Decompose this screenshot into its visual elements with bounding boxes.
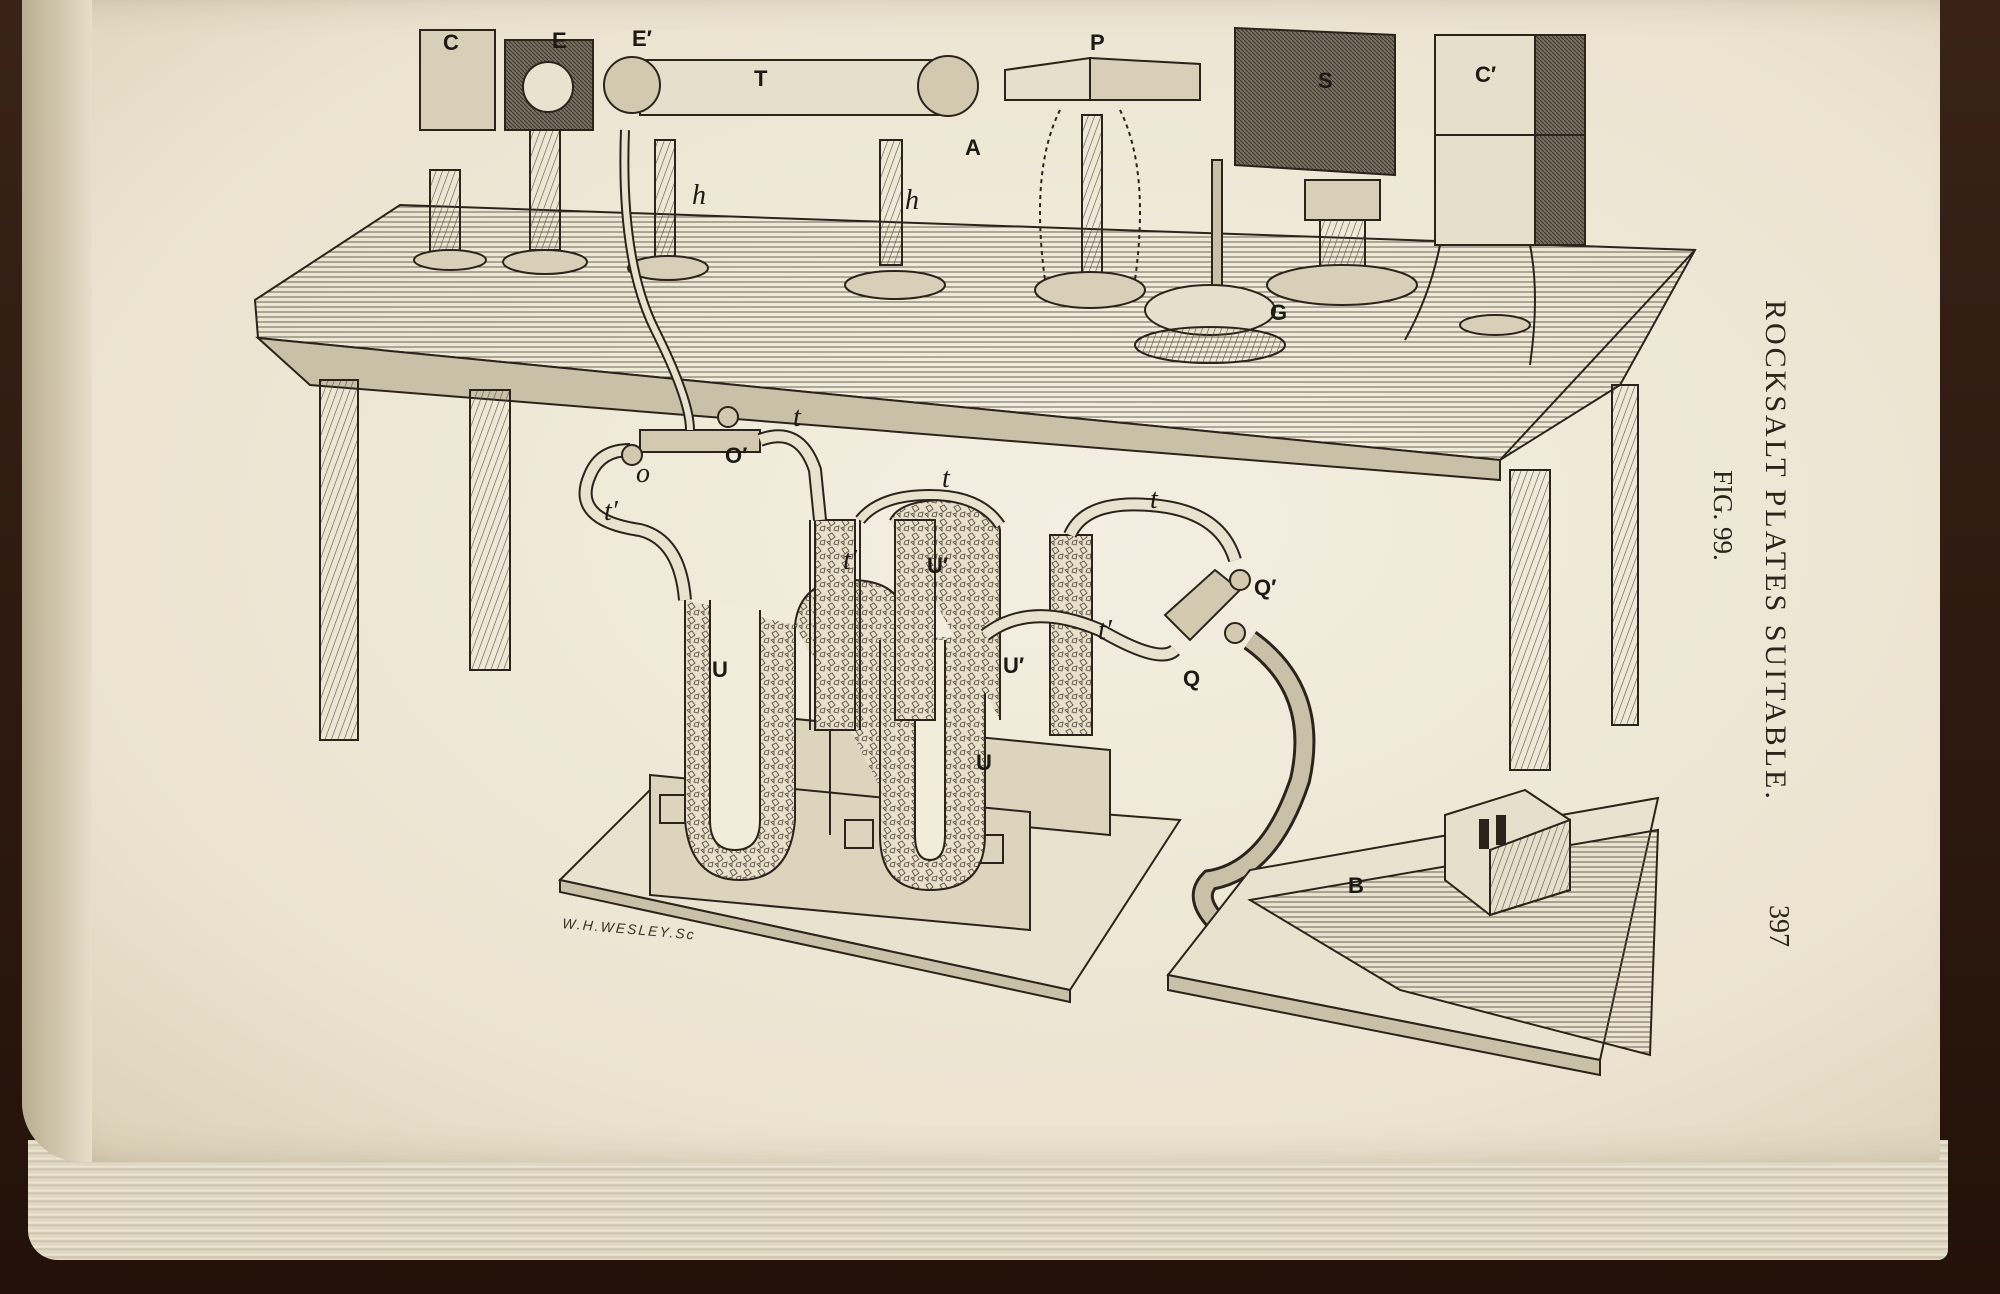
label-C-prime: C′	[1475, 62, 1497, 87]
label-B: B	[1348, 873, 1364, 898]
label-P: P	[1090, 30, 1105, 55]
gas-bag-B	[1166, 788, 1660, 1077]
label-Q: Q	[1183, 666, 1201, 691]
label-h-left: h	[692, 180, 706, 211]
label-U-middle: U	[976, 750, 992, 775]
label-Q-prime: Q′	[1254, 575, 1277, 600]
label-t-right: t	[1150, 484, 1158, 515]
label-O-prime: O′	[725, 443, 748, 468]
label-t-prime-left: t′	[604, 496, 618, 527]
page-number-text: 397	[1763, 905, 1794, 947]
label-C: C	[443, 30, 459, 55]
label-E: E	[552, 28, 567, 53]
label-t-middle: t	[942, 463, 950, 494]
label-E-prime: E′	[632, 26, 652, 51]
label-h-right: h	[905, 185, 919, 216]
label-S: S	[1318, 68, 1333, 93]
label-T: T	[754, 66, 768, 91]
apparatus-on-table	[413, 26, 1586, 366]
label-A: A	[965, 135, 981, 160]
label-U-prime-back: U′	[927, 553, 949, 578]
figure-caption-text: FIG. 99.	[1708, 470, 1738, 561]
label-o: o	[636, 458, 650, 489]
label-t-prime-inner: t′	[843, 545, 857, 576]
label-U-prime-front: U′	[1003, 653, 1025, 678]
u-tube-assembly	[557, 129, 1316, 1004]
label-U-left: U	[712, 657, 728, 682]
running-head-text: ROCKSALT PLATES SUITABLE.	[1759, 300, 1792, 802]
page-gutter	[22, 0, 92, 1162]
label-t-top: t	[793, 402, 801, 433]
label-G: G	[1270, 300, 1288, 325]
label-t-prime-right: t′	[1098, 615, 1112, 646]
